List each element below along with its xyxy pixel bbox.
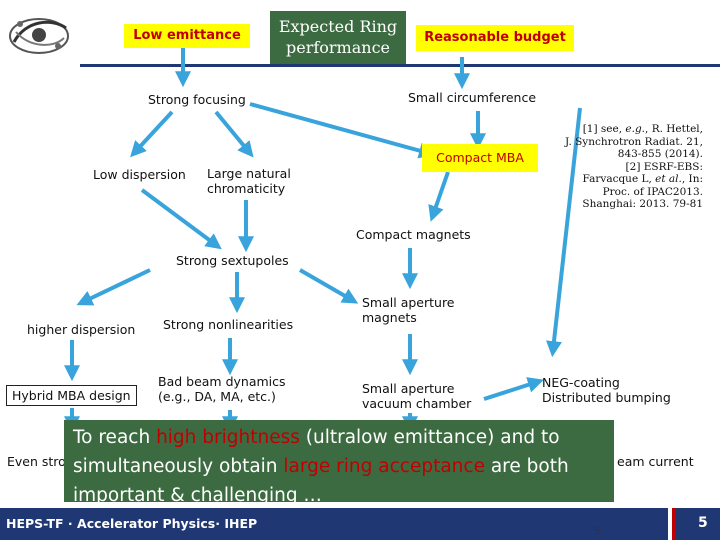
arrow-sextupoles-to-higher-dispersion (76, 268, 151, 306)
header-divider (80, 64, 720, 67)
ref-line6: Proc. of IPAC2013. (602, 185, 703, 198)
arrow-focusing-to-compact-mba (249, 102, 435, 159)
ihep-logo (6, 10, 72, 58)
compact-mba-label: Compact MBA (436, 150, 524, 165)
expected-ring-box: Expected Ring performance (270, 11, 406, 64)
higher-dispersion: higher dispersion (27, 322, 136, 337)
footer-label: HEPS-TF · Accelerator Physics· IHEP (6, 516, 258, 531)
strong-focusing: Strong focusing (148, 92, 246, 107)
large-natural-chromaticity-line2: chromaticity (207, 181, 286, 196)
beam-current-fragment: eam current (617, 454, 694, 469)
bad-beam-dynamics: Bad beam dynamics (e.g., DA, MA, etc.) (158, 374, 286, 404)
references: [1] see, e.g., R. Hettel, J. Synchrotron… (560, 123, 703, 211)
banner-highlight-acceptance: large ring acceptance (283, 456, 485, 477)
hybrid-mba-design: Hybrid MBA design (6, 385, 137, 406)
banner-text-4: are both (484, 456, 569, 477)
arrow-focusing-to-chromaticity (214, 110, 254, 158)
arrow-compact-mba-to-magnets (428, 171, 450, 222)
arrow-focusing-to-low-dispersion (130, 110, 174, 158)
banner-line3: important & challenging … (73, 485, 322, 506)
low-emittance-label: Low emittance (133, 28, 241, 43)
reasonable-budget-box: Reasonable budget (416, 25, 574, 51)
ref-line2: J. Synchrotron Radiat. 21, (565, 135, 703, 148)
compact-mba-box: Compact MBA (422, 144, 538, 172)
arrow-circumference-to-neg (546, 107, 582, 358)
page-number: 5 (698, 515, 708, 531)
compact-magnets: Compact magnets (356, 227, 471, 242)
large-natural-chromaticity: Large natural chromaticity (207, 166, 291, 196)
neg-coating-line1: NEG-coating (542, 375, 620, 390)
small-aperture-vacuum: Small aperture vacuum chamber (362, 381, 471, 411)
summary-banner: To reach high brightness (ultralow emitt… (64, 420, 614, 506)
ref-line3: 843-855 (2014). (617, 148, 703, 160)
footer-accent (672, 508, 676, 540)
small-aperture-vacuum-line1: Small aperture (362, 381, 455, 396)
low-emittance-box: Low emittance (124, 24, 250, 48)
neg-coating: NEG-coating Distributed bumping (542, 375, 671, 405)
banner-line2: simultaneously obtain large ring accepta… (73, 452, 614, 481)
bad-beam-dynamics-line2: (e.g., DA, MA, etc.) (158, 389, 276, 404)
ref-line4: [2] ESRF-EBS: (625, 160, 703, 173)
small-circumference: Small circumference (408, 90, 537, 105)
ref-line7: Shanghai: 2013. 79-81 (582, 198, 703, 210)
large-natural-chromaticity-line1: Large natural (207, 166, 291, 181)
ref-line1: [1] see, e.g., R. Hettel, (582, 123, 703, 135)
strong-sextupoles: Strong sextupoles (176, 253, 289, 268)
banner-line1: To reach high brightness (ultralow emitt… (73, 423, 614, 452)
small-aperture-vacuum-line2: vacuum chamber (362, 396, 472, 411)
reasonable-budget-label: Reasonable budget (424, 30, 566, 45)
arrow-sextupoles-to-aperture-magnets (299, 268, 359, 304)
small-aperture-magnets: Small aperture magnets (362, 295, 455, 325)
arrow-vacuum-to-neg (483, 377, 544, 401)
banner-text-1: To reach (73, 427, 157, 448)
low-dispersion: Low dispersion (93, 167, 186, 182)
banner-highlight-brightness: high brightness (156, 427, 300, 448)
banner-text-2: (ultralow emittance) and to (299, 427, 560, 448)
footer-bar (0, 508, 720, 540)
expected-ring-line1: Expected Ring (278, 17, 398, 36)
even-stro-fragment: Even stro (7, 454, 66, 469)
small-aperture-magnets-line1: Small aperture (362, 295, 455, 310)
expected-ring-line2: performance (285, 38, 390, 57)
arrow-lowdisp-to-sextupoles (140, 188, 222, 250)
strong-nonlinearities: Strong nonlinearities (163, 317, 294, 332)
banner-text-3: simultaneously obtain (73, 456, 284, 477)
bad-beam-dynamics-line1: Bad beam dynamics (158, 374, 286, 389)
ref-line5: Farvacque L, et al., In: (582, 173, 703, 185)
neg-coating-line2: Distributed bumping (542, 390, 671, 405)
footer-small-number: 5 (594, 526, 601, 537)
small-aperture-magnets-line2: magnets (362, 310, 417, 325)
